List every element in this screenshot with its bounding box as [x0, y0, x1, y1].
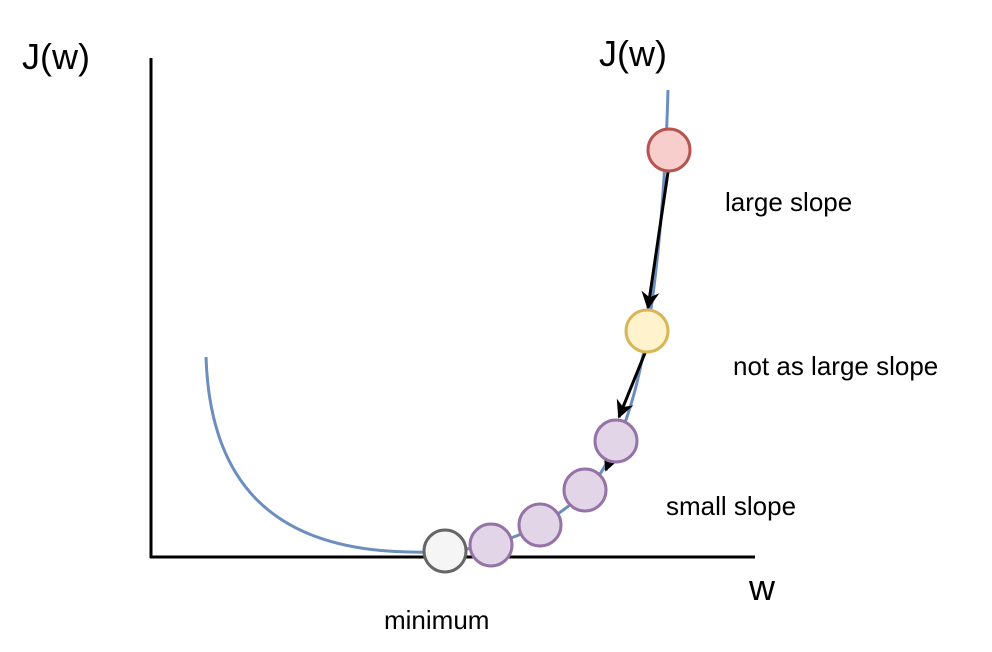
x-axis-label: w [748, 567, 776, 608]
y-axis-label: J(w) [22, 36, 90, 77]
small-slope-label: small slope [666, 491, 796, 521]
medium-slope-point [624, 308, 670, 354]
small-slope-point-2 [562, 467, 608, 513]
not-as-large-slope-label: not as large slope [733, 351, 938, 381]
small-slope-point-3 [517, 502, 563, 548]
small-slope-point-4 [468, 522, 514, 568]
descent-arrow-2 [616, 352, 647, 419]
small-slope-point-1 [593, 418, 639, 464]
descent-arrow-1 [641, 171, 670, 310]
large-slope-point [646, 127, 692, 173]
large-slope-label: large slope [725, 187, 852, 217]
minimum-point [422, 528, 468, 574]
curve-label: J(w) [599, 33, 667, 74]
minimum-label: minimum [384, 605, 489, 635]
